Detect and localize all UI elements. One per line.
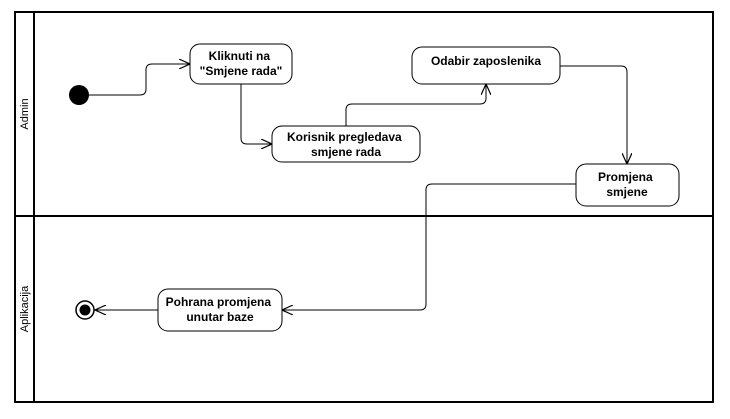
- edge-odabir-to-promjena: [560, 65, 627, 164]
- node-odabir: [411, 46, 561, 85]
- edge-click-to-pregled: [240, 84, 272, 144]
- node-pregled: [271, 125, 421, 163]
- node-odabir-label: Odabir zaposlenika: [431, 54, 541, 68]
- lane-label-admin: Admin: [19, 98, 31, 129]
- edge-start-to-click: [89, 64, 190, 96]
- edge-promjena-to-pohrana: [282, 183, 576, 310]
- node-promjena-label: Promjena smjene: [598, 170, 656, 199]
- start-node: [69, 85, 89, 105]
- edge-pregled-to-odabir: [345, 84, 486, 126]
- node-click-smjene: [189, 43, 293, 85]
- node-click-smjene-label: Kliknuti na "Smjene rada": [200, 49, 283, 78]
- diagram-frame: [14, 11, 714, 403]
- end-node-core: [79, 304, 91, 316]
- node-promjena: [575, 163, 680, 207]
- node-pregled-label: Korisnik pregledava smjene rada: [287, 130, 405, 159]
- node-pohrana: [157, 288, 283, 332]
- lane-label-aplikacija: Aplikacija: [19, 285, 31, 332]
- node-pohrana-label: Pohrana promjena unutar baze: [166, 295, 275, 324]
